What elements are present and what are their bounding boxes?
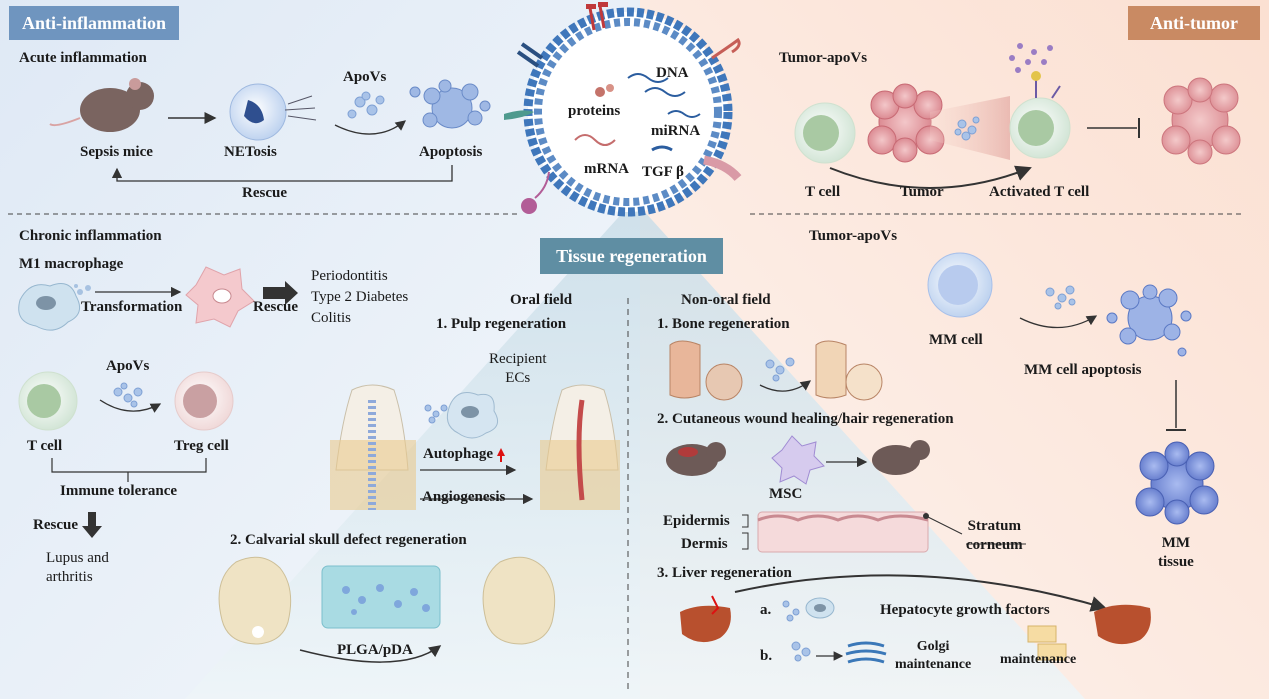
mm-apoptosis-icon [1106, 284, 1192, 357]
plga-label: PLGA/pDA [337, 642, 413, 658]
mm-cell-icon [927, 252, 993, 318]
transformation-label: Transformation [81, 299, 183, 315]
activated-t-cell-label: Activated T cell [989, 184, 1090, 200]
tumor-mass [867, 83, 945, 163]
dna-label: DNA [656, 65, 689, 81]
t-cell-left [18, 371, 78, 431]
apoptotic-cell [409, 79, 491, 129]
skull-left [218, 556, 292, 645]
liver-left [680, 595, 731, 643]
acute-inflammation-title: Acute inflammation [19, 50, 147, 66]
activated-t-cell [1009, 71, 1071, 159]
wound-healing-label: 2. Cutaneous wound healing/hair regenera… [657, 411, 954, 427]
tumor-label: Tumor [900, 184, 944, 200]
anti-tumor-badge: Anti-tumor [1128, 6, 1260, 40]
bone-healed [815, 340, 883, 401]
m1-macrophage-label: M1 macrophage [19, 256, 124, 272]
dermis-label: Dermis [681, 536, 728, 552]
disease-type2-diabetes: Type 2 Diabetes [311, 289, 409, 305]
t-cell-label: T cell [27, 438, 63, 454]
mm-apoptosis-label: MM cell apoptosis [1024, 362, 1142, 378]
pulp-regeneration-label: 1. Pulp regeneration [436, 316, 567, 332]
acute-apovs-label: ApoVs [343, 69, 387, 85]
liver-regeneration-label: 3. Liver regeneration [657, 565, 792, 581]
disease-colitis: Colitis [311, 310, 352, 326]
golgi-icon [845, 641, 887, 664]
skin-layer [757, 511, 929, 553]
hgf-label: Hepatocyte growth factors [880, 602, 1050, 618]
mouse-icon [49, 78, 154, 132]
chronic-apovs-label: ApoVs [106, 358, 150, 374]
calvarial-label: 2. Calvarial skull defect regeneration [230, 532, 467, 548]
mrna-label: mRNA [584, 161, 629, 177]
angiogenesis-label: Angiogenesis [422, 489, 506, 505]
proteins-label: proteins [568, 103, 621, 119]
tgfb-label: TGF β [642, 164, 684, 180]
immune-tolerance-label: Immune tolerance [60, 483, 178, 499]
mm-tissue-label: MM tissue [1158, 535, 1194, 570]
chronic-inflammation-title: Chronic inflammation [19, 228, 162, 244]
treg-cell-label: Treg cell [174, 438, 229, 454]
mouse-wounded [666, 442, 726, 476]
maintenance-label: maintenance [1000, 652, 1077, 667]
netosis-cell [229, 83, 317, 141]
epidermis-label: Epidermis [663, 513, 730, 529]
m2-macrophage-icon [185, 266, 255, 328]
hepatocyte-icon [1027, 625, 1067, 661]
bone-damaged [669, 340, 743, 401]
tooth-left [330, 384, 416, 510]
treg-cell [174, 371, 234, 431]
tumor-mass-2 [1161, 77, 1241, 165]
golgi-maintenance-label: Golgi maintenance [895, 639, 972, 672]
mirna-label: miRNA [651, 123, 701, 139]
liver-right [1094, 604, 1151, 645]
disease-periodontitis: Periodontitis [311, 268, 388, 284]
rescue-lupus-label: Rescue [33, 517, 78, 533]
tumor-t-cell-label: T cell [805, 184, 841, 200]
ec-cell [446, 392, 499, 439]
liver-a-label: a. [760, 602, 772, 618]
acute-rescue-label: Rescue [242, 185, 287, 201]
apovs-dots-acute [347, 91, 385, 119]
msc-label: MSC [769, 486, 803, 502]
vesicle-graphic [504, 2, 742, 217]
apoptosis-label: Apoptosis [419, 144, 483, 160]
tooth-right [540, 384, 620, 510]
stratum-corneum-label: Stratum corneum [966, 518, 1023, 553]
liver-b-label: b. [760, 648, 773, 664]
tumor-apovs-title-1: Tumor-apoVs [779, 50, 868, 66]
anti-inflammation-badge: Anti-inflammation [9, 6, 179, 40]
sepsis-mice-label: Sepsis mice [80, 144, 153, 160]
oral-field-title: Oral field [510, 292, 573, 308]
msc-cell [771, 435, 825, 485]
mm-cell-label: MM cell [929, 332, 983, 348]
t-cell-tumor [794, 102, 856, 164]
plga-scaffold [321, 565, 441, 629]
skull-right [482, 556, 556, 645]
lupus-arthritis-label: Lupus and arthritis [46, 550, 109, 585]
tissue-regeneration-badge: Tissue regeneration [540, 238, 723, 274]
recipient-ecs-label: Recipient ECs [489, 351, 547, 386]
netosis-label: NETosis [224, 144, 277, 160]
mm-tissue-icon [1135, 441, 1219, 525]
tumor-apovs-title-2: Tumor-apoVs [809, 228, 898, 244]
bone-regeneration-label: 1. Bone regeneration [657, 316, 790, 332]
chronic-rescue-label: Rescue [253, 299, 298, 315]
m1-macrophage-icon [18, 283, 91, 331]
non-oral-field-title: Non-oral field [681, 292, 771, 308]
mouse-healed [872, 440, 930, 475]
autophage-label: Autophage [423, 446, 494, 462]
